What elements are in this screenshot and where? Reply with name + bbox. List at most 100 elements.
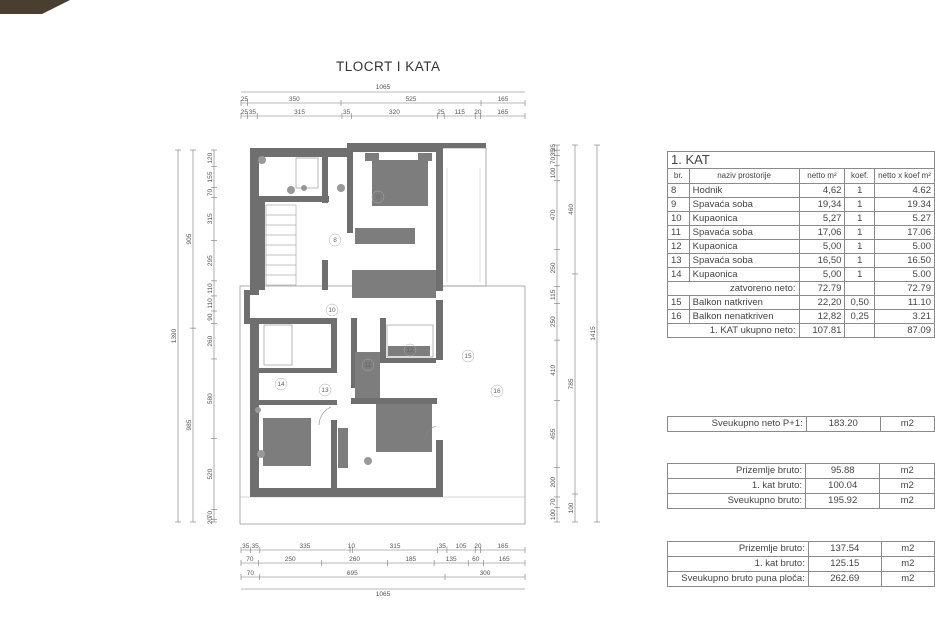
- dimension-total: 1065: [376, 591, 391, 598]
- table-cell: 16.50: [874, 253, 935, 268]
- dimension-label: 35: [439, 543, 447, 550]
- table-cell: 11: [667, 225, 690, 240]
- dimension-label: 35: [550, 149, 557, 157]
- dimension-label: 70: [247, 570, 255, 577]
- dimension-label: 185: [405, 556, 416, 563]
- dimension-label: 20: [474, 543, 482, 550]
- dimension-label: 410: [550, 365, 557, 376]
- table-cell: 19.34: [874, 197, 935, 212]
- table-cell: 19,34: [798, 197, 846, 212]
- room-number: 12: [406, 347, 414, 354]
- summary-label: Sveukupno bruto:: [666, 493, 807, 509]
- plan-title: TLOCRT I KATA: [336, 59, 441, 74]
- table-cell: 16,50: [798, 253, 846, 268]
- dimension-label: 315: [390, 543, 401, 550]
- summary-value: 100.04: [805, 478, 881, 494]
- table-cell: 87.09: [874, 323, 935, 338]
- table-cell: 5.00: [874, 267, 935, 282]
- table-cell: Spavaća soba: [688, 225, 800, 240]
- dimension-label: 70: [550, 498, 557, 506]
- table-header-row: br. naziv prostorije netto m² koef. nett…: [667, 168, 935, 184]
- room-number: 10: [328, 307, 336, 314]
- table-cell: 72.79: [874, 281, 935, 296]
- dimension-label: 165: [498, 96, 509, 103]
- table-cell: 11.10: [874, 295, 935, 310]
- summary-unit: m2: [879, 493, 935, 509]
- table-cell: Hodnik: [688, 183, 800, 198]
- table-cell: 4,62: [798, 183, 846, 198]
- table-heading-row: 1. KAT: [667, 151, 935, 169]
- dimension-label: 250: [550, 262, 557, 273]
- corner-decoration: [0, 0, 70, 14]
- room-marker: [318, 383, 332, 397]
- dimension-label: 525: [406, 96, 417, 103]
- table-cell: 5,00: [798, 267, 846, 282]
- dimension-label: 120: [207, 152, 214, 163]
- dimension-label: 35: [252, 543, 260, 550]
- table-cell: 107.81: [798, 323, 846, 338]
- dimension-label: 200: [550, 476, 557, 487]
- table-cell: 16: [667, 309, 690, 324]
- room-marker: [325, 303, 339, 317]
- room-number: 9: [376, 194, 380, 201]
- col-header: br.: [667, 168, 690, 184]
- dimension-label: 60: [472, 556, 480, 563]
- summary-label: Sveukupno bruto puna ploča:: [667, 571, 809, 587]
- table-cell: 0,25: [844, 309, 876, 324]
- table-cell: 9: [667, 197, 690, 212]
- dimension-label: 260: [207, 335, 214, 346]
- dimension-label: 70: [550, 156, 557, 164]
- col-header: netto x koef m²: [874, 168, 935, 184]
- table-cell: 8: [667, 183, 690, 198]
- dimension-label: 315: [207, 213, 214, 224]
- dimension-label: 335: [300, 543, 311, 550]
- summary-label: 1. kat bruto:: [666, 478, 807, 494]
- dimension-label: 115: [455, 109, 466, 116]
- room-marker: [328, 233, 342, 247]
- dimension-label: 100: [550, 509, 557, 520]
- summary-label: Sveukupno neto P+1:: [667, 416, 807, 432]
- dimension-label: 470: [550, 209, 557, 220]
- table-cell: 12: [667, 239, 690, 254]
- summary-value: 137.54: [807, 541, 882, 557]
- dimension-label: 295: [207, 255, 214, 266]
- table-cell: 1: [844, 267, 876, 282]
- summary-value: 95.88: [805, 463, 881, 479]
- table-cell: Kupaonica: [688, 239, 800, 254]
- table-cell: 5.27: [874, 211, 935, 226]
- dimension-label: 25: [241, 109, 249, 116]
- dimension-label: 315: [294, 109, 305, 116]
- table-cell: 14: [667, 267, 690, 282]
- dimension-label: 70: [207, 188, 214, 196]
- table-cell: 1: [844, 183, 876, 198]
- table-cell: 72.79: [798, 281, 846, 296]
- table-cell: [844, 281, 876, 296]
- table-cell: 1: [844, 211, 876, 226]
- summary-unit: m2: [880, 541, 935, 557]
- dimension-label: 10: [348, 543, 356, 550]
- table-cell: 10: [667, 211, 690, 226]
- dimension-label: 35: [249, 109, 257, 116]
- dimension-label: 20: [474, 109, 482, 116]
- dimension-label: 165: [497, 543, 508, 550]
- dimension-label: 300: [480, 570, 491, 577]
- dimension-label: 105: [456, 543, 467, 550]
- dimension-label: 460: [568, 204, 575, 215]
- table-cell: 4.62: [874, 183, 935, 198]
- summary-unit: m2: [880, 556, 935, 572]
- summary-value: 195.92: [805, 493, 881, 509]
- col-header: koef.: [844, 168, 876, 184]
- summary-label: 1. kat bruto:: [667, 556, 809, 572]
- dimension-label: 135: [446, 556, 457, 563]
